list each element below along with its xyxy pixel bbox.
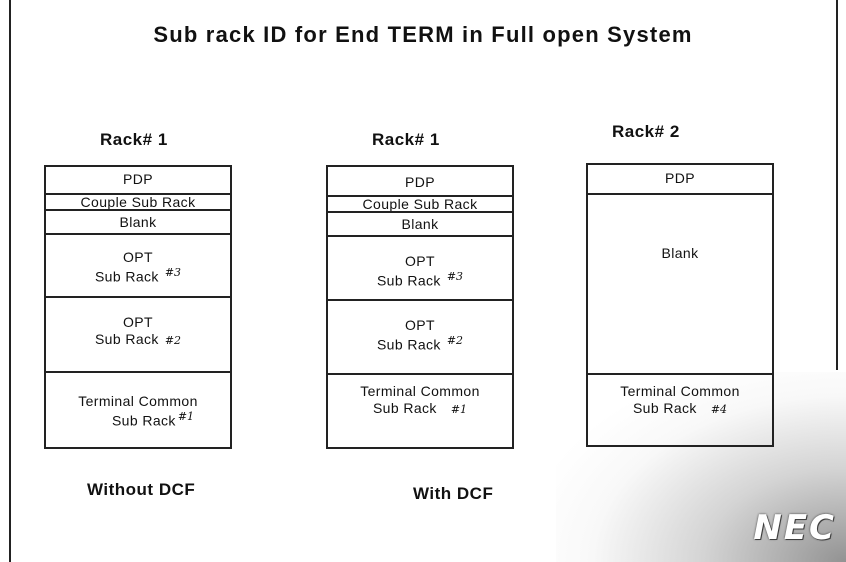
page-title: Sub rack ID for End TERM in Full open Sy… xyxy=(153,22,693,47)
rack-with-dcf: PDP Couple Sub Rack Blank OPT Sub Rack #3… xyxy=(326,165,514,449)
slot-blank: Blank xyxy=(46,209,230,233)
rack-2: PDP Blank Terminal Common Sub Rack #4 xyxy=(586,163,774,447)
slot-label: Sub Rack xyxy=(94,268,159,285)
caption-without-dcf: Without DCF xyxy=(87,480,196,499)
slot-pdp: PDP xyxy=(588,165,772,193)
slot-terminal-common-1: Terminal Common Sub Rack#1 xyxy=(46,371,230,447)
rack-label-2: Rack# 1 xyxy=(372,130,440,149)
frame-right-border xyxy=(836,0,838,370)
slot-opt-sub-rack-2: OPT Sub Rack #2 xyxy=(46,296,230,371)
slot-label: OPT xyxy=(123,314,153,330)
slot-label: OPT xyxy=(405,317,435,333)
slot-opt-sub-rack-3: OPT Sub Rack #3 xyxy=(328,235,512,299)
slot-label: Terminal Common xyxy=(360,383,480,399)
slot-number: #3 xyxy=(164,265,182,279)
slot-number: #1 xyxy=(450,402,468,416)
nec-logo: NEC xyxy=(753,508,836,548)
slot-number: #1 xyxy=(177,409,195,423)
slot-label: PDP xyxy=(123,171,153,187)
caption-with-dcf: With DCF xyxy=(413,484,494,503)
slot-label: Sub Rack xyxy=(94,330,159,347)
slot-label: OPT xyxy=(405,253,435,269)
slot-terminal-common-4: Terminal Common Sub Rack #4 xyxy=(588,373,772,445)
slot-label: Couple Sub Rack xyxy=(80,194,196,210)
slot-label: Blank xyxy=(661,245,699,261)
slot-number: #4 xyxy=(710,402,728,416)
slot-label: Couple Sub Rack xyxy=(362,196,478,212)
rack-label-1: Rack# 1 xyxy=(100,130,168,149)
slot-opt-sub-rack-3: OPT Sub Rack #3 xyxy=(46,233,230,296)
slot-terminal-common-1: Terminal Common Sub Rack #1 xyxy=(328,373,512,447)
slot-label: OPT xyxy=(123,249,153,265)
background-texture xyxy=(556,372,846,562)
slot-pdp: PDP xyxy=(328,167,512,195)
slot-opt-sub-rack-2: OPT Sub Rack #2 xyxy=(328,299,512,373)
slot-number: #3 xyxy=(446,269,464,283)
slot-label: PDP xyxy=(665,170,695,186)
rack-without-dcf: PDP Couple Sub Rack Blank OPT Sub Rack #3… xyxy=(44,165,232,449)
slot-label: Sub Rack xyxy=(372,399,437,416)
frame-left-border xyxy=(9,0,11,562)
rack-label-3: Rack# 2 xyxy=(612,122,680,141)
slot-label: Sub Rack xyxy=(632,399,697,416)
slot-label: Sub Rack xyxy=(111,412,176,429)
slot-blank: Blank xyxy=(328,211,512,235)
slot-label: Sub Rack xyxy=(376,272,441,289)
slot-couple-sub-rack: Couple Sub Rack xyxy=(328,195,512,211)
slot-label: Sub Rack xyxy=(376,336,441,353)
slot-number: #2 xyxy=(164,333,182,347)
slot-pdp: PDP xyxy=(46,167,230,193)
slot-label: Blank xyxy=(401,216,439,232)
slot-label: Blank xyxy=(119,214,157,230)
slot-couple-sub-rack: Couple Sub Rack xyxy=(46,193,230,209)
slot-blank: Blank xyxy=(588,193,772,373)
slot-label: Terminal Common xyxy=(78,393,198,409)
slot-label: PDP xyxy=(405,174,435,190)
slot-label: Terminal Common xyxy=(620,383,740,399)
slot-number: #2 xyxy=(446,333,464,347)
